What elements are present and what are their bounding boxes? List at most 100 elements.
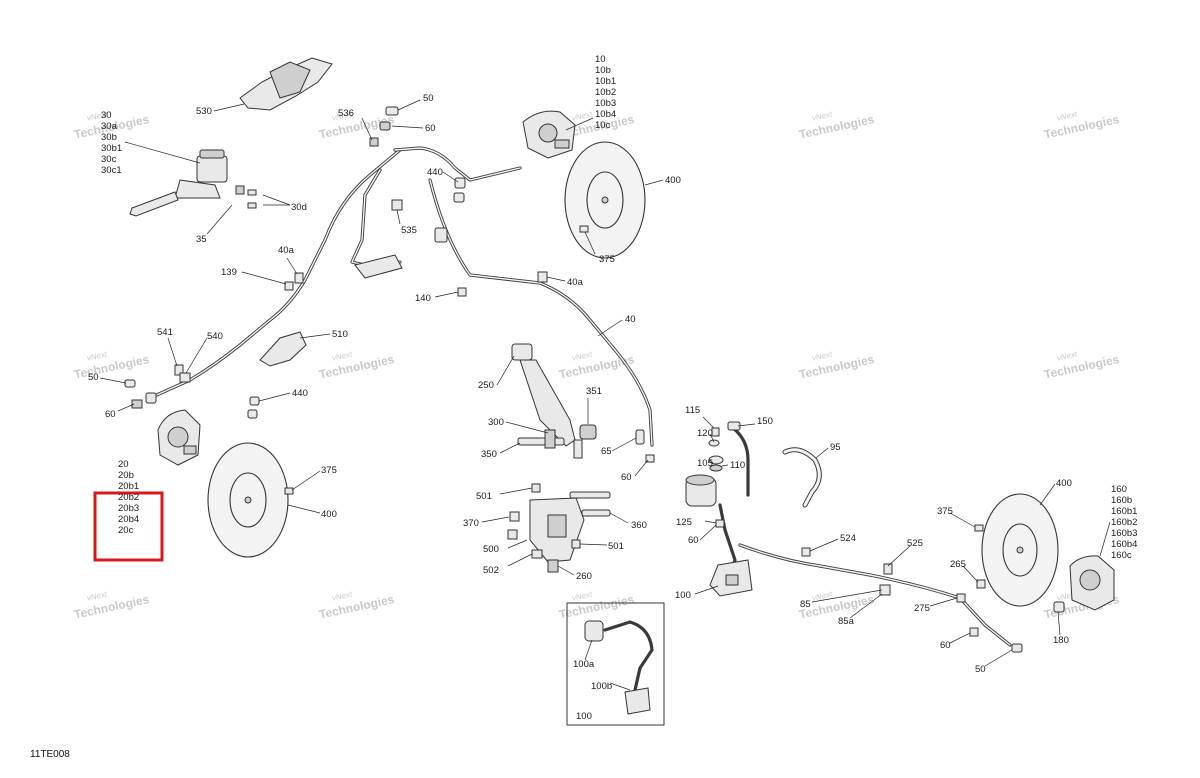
brake-line-front-right xyxy=(393,146,522,182)
bracket-500 xyxy=(529,497,585,563)
fitting-60-mid xyxy=(645,454,655,463)
junction-block xyxy=(434,227,448,243)
label-10b1: 10b1 xyxy=(595,76,616,87)
label-20: 20 xyxy=(118,459,129,470)
label-400-rear: 400 xyxy=(1056,478,1072,489)
label-85: 85 xyxy=(800,599,811,610)
clamp-40a xyxy=(354,254,403,279)
bolt-440-top xyxy=(453,177,466,203)
label-100: 100 xyxy=(675,590,691,601)
label-20b: 20b xyxy=(118,470,134,481)
disc-front-left-400 xyxy=(207,442,289,558)
svg-text:vNext: vNext xyxy=(86,109,109,122)
bolt-360 xyxy=(569,491,611,517)
brake-pedal-250 xyxy=(511,343,597,459)
clip-525 xyxy=(883,563,893,575)
label-40: 40 xyxy=(625,314,636,325)
clip-40a-right xyxy=(537,271,548,283)
label-160b: 160b xyxy=(1111,495,1132,506)
caliper-rear-160 xyxy=(1069,555,1115,611)
fitting-60-rear xyxy=(969,627,979,637)
inset-master-cylinder-body xyxy=(624,687,651,715)
bolt-375-top xyxy=(579,225,589,233)
svg-text:Technologies: Technologies xyxy=(318,352,396,382)
label-360: 360 xyxy=(631,520,647,531)
label-100-inset: 100 xyxy=(576,711,592,722)
label-502: 502 xyxy=(483,565,499,576)
label-100a-inset: 100a xyxy=(573,659,595,670)
clip-40a-left xyxy=(294,272,304,284)
master-cylinder-100 xyxy=(709,559,753,597)
label-536: 536 xyxy=(338,108,354,119)
svg-text:Technologies: Technologies xyxy=(558,592,636,622)
svg-text:vNext: vNext xyxy=(571,109,594,122)
label-501-top: 501 xyxy=(476,491,492,502)
fitting-50-rear xyxy=(1011,643,1023,653)
diagram-code: 11TE008 xyxy=(30,749,70,760)
label-160b1: 160b1 xyxy=(1111,506,1137,517)
screw-140 xyxy=(457,287,467,297)
washer-120 xyxy=(708,439,720,447)
label-501-bottom: 501 xyxy=(608,541,624,552)
label-440-top: 440 xyxy=(427,167,443,178)
highlight-box xyxy=(93,491,164,562)
label-350: 350 xyxy=(481,449,497,460)
label-180: 180 xyxy=(1053,635,1069,646)
fitting-50-top xyxy=(369,106,399,147)
label-540: 540 xyxy=(207,331,223,342)
label-140: 140 xyxy=(415,293,431,304)
label-35: 35 xyxy=(196,234,207,245)
svg-text:vNext: vNext xyxy=(811,349,834,362)
label-125: 125 xyxy=(676,517,692,528)
label-440-left: 440 xyxy=(292,388,308,399)
label-20b2: 20b2 xyxy=(118,492,139,503)
pushrod-300 xyxy=(517,429,565,449)
svg-text:vNext: vNext xyxy=(1056,109,1079,122)
inset-reservoir xyxy=(584,620,604,642)
fitting-50-left xyxy=(124,379,157,409)
disc-rear-400 xyxy=(981,493,1059,607)
label-370: 370 xyxy=(463,518,479,529)
svg-text:Technologies: Technologies xyxy=(798,352,876,382)
label-85a: 85a xyxy=(838,616,855,627)
label-524: 524 xyxy=(840,533,856,544)
hose-95-inner xyxy=(783,448,821,507)
fitting-60-res xyxy=(715,519,725,528)
svg-text:vNext: vNext xyxy=(811,109,834,122)
svg-text:vNext: vNext xyxy=(331,589,354,602)
caliper-front-left-20 xyxy=(157,409,201,466)
label-105: 105 xyxy=(697,458,713,469)
label-260: 260 xyxy=(576,571,592,582)
svg-text:Technologies: Technologies xyxy=(318,592,396,622)
label-110: 110 xyxy=(730,460,745,471)
clip-524 xyxy=(801,547,811,557)
label-400-top: 400 xyxy=(665,175,681,186)
label-20b4: 20b4 xyxy=(118,514,139,525)
screw-115 xyxy=(711,427,720,437)
label-139: 139 xyxy=(221,267,237,278)
clip-540 xyxy=(179,372,191,383)
label-10b: 10b xyxy=(595,65,611,76)
junction-535 xyxy=(391,199,403,211)
label-351: 351 xyxy=(586,386,602,397)
clip-541 xyxy=(174,364,184,376)
label-65: 65 xyxy=(601,446,612,457)
bolt-375-left xyxy=(284,487,294,495)
label-375-left: 375 xyxy=(321,465,337,476)
label-160c: 160c xyxy=(1111,550,1132,561)
svg-text:vNext: vNext xyxy=(1056,349,1079,362)
inset-frame xyxy=(566,602,665,726)
label-10c: 10c xyxy=(595,120,611,131)
label-60-left: 60 xyxy=(105,409,116,420)
label-20b1: 20b1 xyxy=(118,481,139,492)
label-100b-inset: 100b xyxy=(591,681,612,692)
master-cylinder-30 xyxy=(129,149,245,217)
inset-master-cylinder xyxy=(566,602,665,726)
label-250: 250 xyxy=(478,380,494,391)
bolts-30d xyxy=(247,189,257,209)
